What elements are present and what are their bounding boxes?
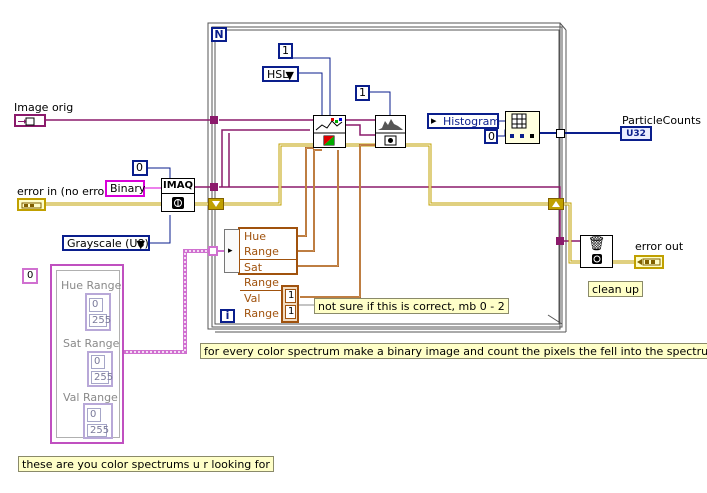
particle-counts-indicator[interactable]: U32 — [620, 126, 652, 141]
image-tunnel-out[interactable] — [556, 237, 564, 245]
unbundle-sat-range[interactable]: Sat Range — [240, 259, 296, 290]
chevron-down-icon: ▼ — [136, 238, 145, 251]
arrow-right-icon: ▸ — [228, 246, 233, 256]
particle-counts-label: ParticleCounts — [622, 114, 702, 127]
color-mode-enum[interactable]: HSL ▼ — [262, 66, 299, 82]
comment-these-are: these are you color spectrums u r lookin… — [18, 456, 274, 472]
image-orig-control[interactable] — [14, 114, 46, 127]
error-cluster-icon — [21, 202, 42, 209]
color-ranges-array-control[interactable]: Hue Range 0 255 Sat Range 0 255 Val Rang… — [50, 264, 124, 444]
index-array-node[interactable] — [505, 111, 540, 144]
val-min-field[interactable]: 0 — [87, 408, 101, 422]
error-in-control[interactable] — [17, 198, 46, 211]
for-loop-frame[interactable] — [207, 22, 567, 333]
shift-register-left[interactable] — [208, 198, 224, 210]
border-size-constant[interactable]: 0 — [132, 160, 148, 176]
comment-not-sure: not sure if this is correct, mb 0 - 2 — [314, 298, 509, 314]
loop-count-terminal[interactable]: N — [211, 27, 227, 42]
sat-min-field[interactable]: 0 — [91, 355, 105, 369]
imaq-create-vi[interactable]: IMAQ — [161, 178, 195, 212]
error-cluster-icon — [637, 258, 661, 266]
histogram-unbundle-label: Histogram — [443, 115, 501, 128]
array-element-1[interactable]: 1 — [285, 305, 296, 319]
comment-clean-up: clean up — [588, 281, 644, 297]
trash-icon: 🗑 — [587, 236, 606, 252]
cluster-val-label: Val Range — [63, 391, 118, 404]
histogram-vi[interactable] — [375, 115, 406, 148]
imaq-create-title: IMAQ — [162, 179, 194, 194]
array-element-0[interactable]: 1 — [285, 289, 296, 303]
loop-iteration-terminal[interactable]: i — [220, 309, 235, 323]
image-icon — [18, 117, 35, 126]
dispose-run-icon — [591, 254, 602, 264]
cluster-val-box: 0 255 — [83, 403, 113, 439]
color-threshold-icon — [314, 116, 345, 146]
unbundle-by-name[interactable]: Hue Range Sat Range Val Range — [238, 227, 298, 320]
error-out-label: error out — [635, 240, 684, 253]
particle-constant-one[interactable]: 1 — [355, 85, 370, 101]
index-zero-constant[interactable]: 0 — [484, 129, 498, 144]
color-ranges-cluster: Hue Range 0 255 Sat Range 0 255 Val Rang… — [56, 270, 122, 439]
color-threshold-vi[interactable] — [313, 115, 346, 148]
error-out-indicator[interactable] — [634, 255, 664, 269]
val-max-field[interactable]: 255 — [87, 424, 109, 437]
range-wires — [297, 147, 339, 267]
unbundle-val-range[interactable]: Val Range — [240, 290, 296, 321]
unbundle-hue-range[interactable]: Hue Range — [244, 230, 279, 258]
image-type-value: Grayscale (U8) — [67, 237, 149, 250]
arrow-right-icon: ▸ — [431, 114, 437, 127]
cluster-hue-box: 0 255 — [85, 293, 111, 331]
unbundle-input: ▸ — [224, 229, 239, 273]
sat-max-field[interactable]: 255 — [91, 371, 113, 384]
image-copy-tunnel[interactable] — [210, 183, 218, 191]
comment-for-every: for every color spectrum make a binary i… — [200, 343, 707, 359]
color-mode-value: HSL — [267, 68, 289, 81]
shift-register-right[interactable] — [548, 198, 564, 210]
image-orig-label: Image orig — [14, 101, 74, 114]
index-output-tunnel[interactable] — [556, 129, 565, 138]
array-constant[interactable]: 1 1 — [281, 285, 299, 323]
error-in-label: error in (no error) — [17, 185, 114, 198]
plane-constant-one[interactable]: 1 — [278, 43, 293, 59]
imaq-create-icon — [172, 197, 184, 209]
image-wire — [46, 119, 580, 242]
hue-max-field[interactable]: 255 — [89, 314, 111, 327]
histogram-icon — [376, 119, 405, 146]
auto-index-tunnel[interactable] — [208, 246, 218, 256]
array-grid-icon — [510, 113, 534, 138]
image-type-enum[interactable]: Grayscale (U8) ▼ — [62, 235, 150, 251]
chevron-down-icon: ▼ — [285, 69, 294, 82]
cluster-array-index[interactable]: 0 — [22, 268, 38, 284]
hue-min-field[interactable]: 0 — [89, 298, 103, 312]
cluster-wire — [122, 249, 210, 354]
cluster-sat-label: Sat Range — [63, 337, 120, 350]
image-tunnel-in[interactable] — [210, 116, 218, 124]
cluster-hue-label: Hue Range — [61, 279, 122, 292]
cluster-sat-box: 0 255 — [87, 351, 113, 387]
imaq-dispose-vi[interactable]: 🗑 — [580, 235, 613, 268]
image-name-constant[interactable]: Binary — [105, 180, 145, 197]
histogram-unbundle[interactable]: ▸ Histogram — [427, 113, 501, 129]
